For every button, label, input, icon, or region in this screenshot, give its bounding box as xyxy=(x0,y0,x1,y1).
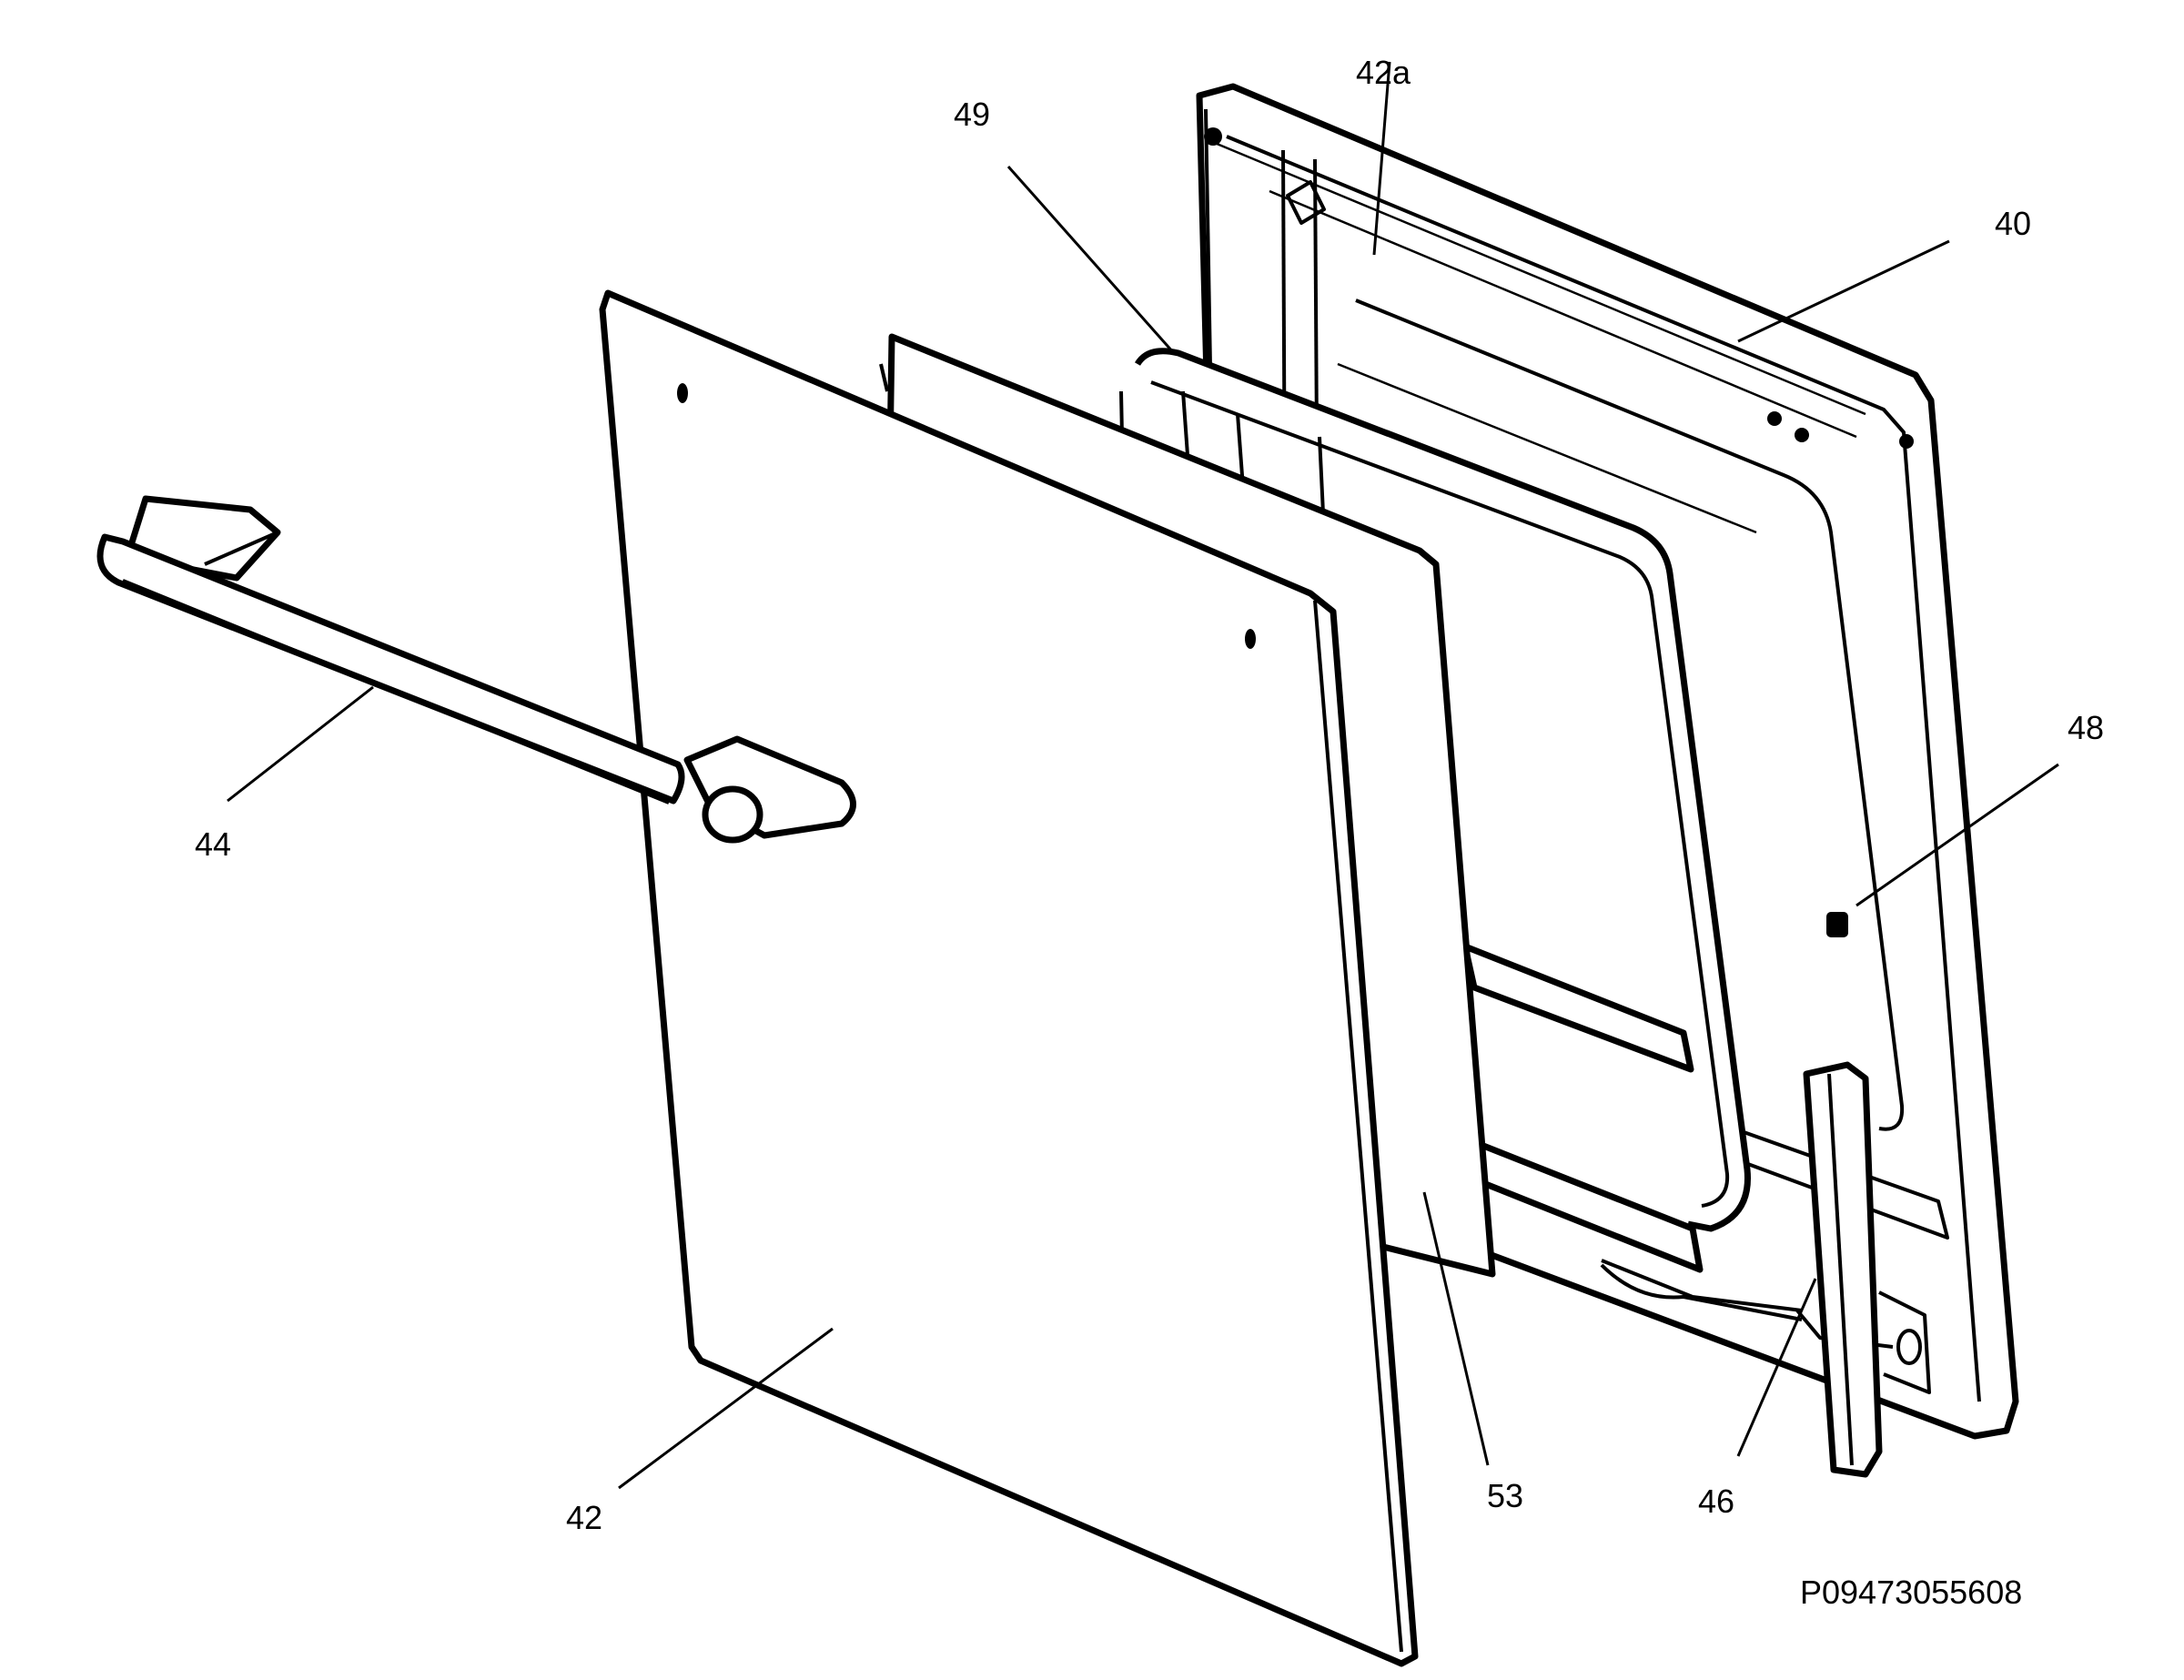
leader-53 xyxy=(1422,1191,1490,1466)
bumper-part-48 xyxy=(1826,912,1848,937)
leader-49 xyxy=(1006,166,1176,354)
callout-48: 48 xyxy=(2068,709,2104,746)
callout-42a: 42a xyxy=(1356,54,1411,91)
drawing-code: P09473055608 xyxy=(1800,1574,2022,1611)
callout-labels: 42a 49 40 48 44 42 53 46 P09473055608 xyxy=(195,54,2104,1611)
callout-44: 44 xyxy=(195,825,231,863)
callout-42: 42 xyxy=(566,1499,602,1536)
leader-lines xyxy=(227,61,2059,1490)
hinge-part-46 xyxy=(1803,1061,1931,1478)
leader-46 xyxy=(1736,1278,1817,1457)
leader-42a xyxy=(1372,61,1391,256)
leader-48 xyxy=(1855,763,2059,907)
callout-40: 40 xyxy=(1995,205,2031,242)
leader-42 xyxy=(618,1327,834,1490)
callout-53: 53 xyxy=(1487,1477,1523,1514)
door-handle-part-44 xyxy=(96,495,856,844)
outer-glass-panel-part-42 xyxy=(599,289,1419,1667)
leader-44 xyxy=(227,685,374,803)
callout-46: 46 xyxy=(1698,1483,1734,1520)
leader-40 xyxy=(1737,239,1950,343)
callout-49: 49 xyxy=(954,96,990,133)
